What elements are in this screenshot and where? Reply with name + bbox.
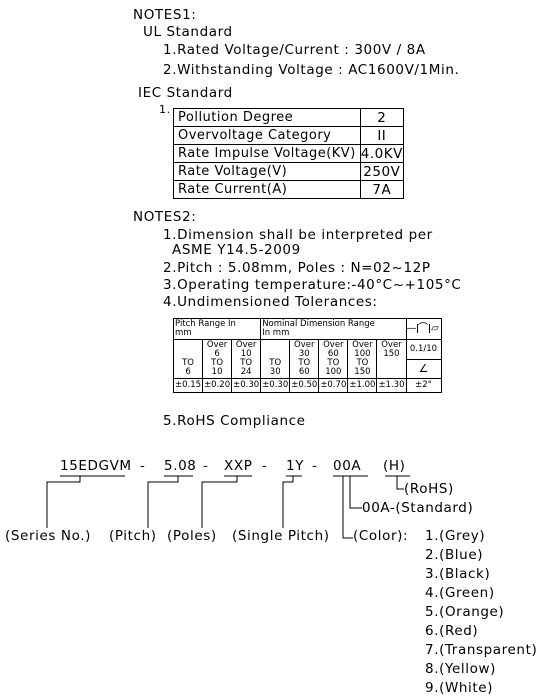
notes2-item-1-line-2: ASME Y14.5-2009 <box>172 242 301 258</box>
iec-row: Rate Current(A)7A <box>173 180 404 199</box>
color-label: (Color): <box>353 528 409 544</box>
pn-pitch: 5.08 <box>164 458 197 474</box>
iec-label: Pollution Degree <box>173 108 361 127</box>
pn-rohs: (H) <box>383 458 406 474</box>
color-option: 1.(Grey) <box>425 528 486 544</box>
notes2-item-1-line-1: 1.Dimension shall be interpreted per <box>163 227 433 243</box>
notes2-item-5: 5.RoHS Compliance <box>163 413 306 429</box>
ul-item-2: 2.Withstanding Voltage : AC1600V/1Min. <box>163 62 460 78</box>
iec-label: Rate Impulse Voltage(KV) <box>173 144 361 163</box>
iec-standard-heading: IEC Standard <box>138 85 233 101</box>
iec-row: Rate Impulse Voltage(KV)4.0KV <box>173 144 404 163</box>
flatness-angle-cell: 0.1/10 ∠ <box>405 339 442 379</box>
color-option: 7.(Transparent) <box>425 642 538 658</box>
pn-dash-4: - <box>312 458 318 474</box>
pitch-header-line-2: mm <box>175 328 192 338</box>
angle-icon: ∠ <box>418 362 429 375</box>
pitch-header-line-1: Pitch Range In <box>175 319 236 329</box>
notes1-heading: NOTES1: <box>133 7 197 23</box>
nominal-header-line-1: Nominal Dimension Range <box>262 319 375 329</box>
color-option: 8.(Yellow) <box>425 661 496 677</box>
color-option: 5.(Orange) <box>425 604 505 620</box>
color-option: 4.(Green) <box>425 585 495 601</box>
pn-series: 15EDGVM <box>60 458 132 474</box>
single-pitch-label: (Single Pitch) <box>232 528 330 544</box>
tolerance-value: ±0.50 <box>289 378 320 393</box>
color-option: 9.(White) <box>425 680 494 696</box>
flatness-value: 0.1/10 <box>406 340 441 360</box>
pitch-label: (Pitch) <box>109 528 157 544</box>
parallelogram-icon: ▱ <box>431 323 439 334</box>
series-label: (Series No.) <box>5 528 91 544</box>
iec-index: 1. <box>159 103 171 116</box>
notes2-item-2: 2.Pitch : 5.08mm, Poles : N=02~12P <box>163 260 431 276</box>
symbol-header-cell: —⌒▱ <box>405 318 442 340</box>
iec-row: Rate Voltage(V)250V <box>173 162 404 181</box>
ul-standard-heading: UL Standard <box>143 24 233 40</box>
rohs-label: (RoHS) <box>404 481 454 497</box>
color-option: 2.(Blue) <box>425 547 484 563</box>
poles-label: (Poles) <box>167 528 217 544</box>
notes2-heading: NOTES2: <box>133 209 197 225</box>
tolerance-value: ±0.20 <box>202 378 233 393</box>
tolerance-value: ±2° <box>405 378 442 393</box>
iec-label: Rate Current(A) <box>173 180 361 199</box>
standard-label: 00A-(Standard) <box>362 500 474 516</box>
pn-dash-2: - <box>203 458 209 474</box>
color-option: 3.(Black) <box>425 566 491 582</box>
notes2-item-3: 3.Operating temperature:-40°C~+105°C <box>163 277 462 293</box>
color-option: 6.(Red) <box>425 623 479 639</box>
pn-color: 00A <box>333 458 362 474</box>
arc-icon: ⌒ <box>418 323 430 334</box>
iec-value: 7A <box>359 180 404 199</box>
notes2-item-4: 4.Undimensioned Tolerances: <box>163 294 378 310</box>
pn-poles: XXP <box>224 458 253 474</box>
pn-single-pitch: 1Y <box>286 458 305 474</box>
nominal-header-line-2: In mm <box>262 328 290 338</box>
ul-item-1: 1.Rated Voltage/Current : 300V / 8A <box>163 42 426 58</box>
pn-dash-1: - <box>140 458 146 474</box>
pn-dash-3: - <box>262 458 268 474</box>
tolerance-value: ±1.30 <box>376 378 407 393</box>
flat-icon: — <box>406 323 418 334</box>
